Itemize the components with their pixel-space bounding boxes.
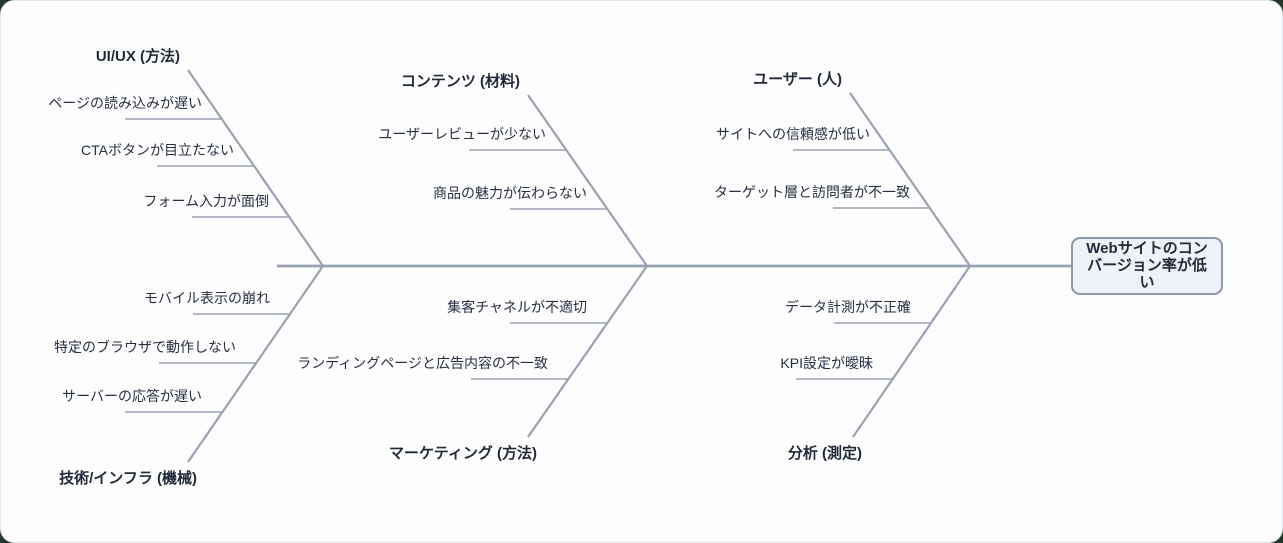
cause-label: モバイル表示の崩れ [144,290,270,306]
branch-analysis: 分析 (測定) データ計測が不正確 KPI設定が曖昧 [780,265,971,462]
branch-line [527,265,648,438]
cause-label: ページの読み込みが遅い [48,95,202,111]
effect-label-line3: い [1139,274,1154,291]
cause-label: サーバーの応答が遅い [62,388,202,404]
effect-box [1071,237,1223,295]
cause-label: サイトへの信頼感が低い [716,126,870,142]
branch-user: ユーザー (人) サイトへの信頼感が低い ターゲット層と訪問者が不一致 [714,71,971,267]
cause-label: フォーム入力が面倒 [143,193,269,209]
branch-line [527,94,648,267]
cause-label: CTAボタンが目立たない [81,142,234,158]
branch-label: ユーザー (人) [753,71,842,88]
branch-ui-ux: UI/UX (方法) ページの読み込みが遅い CTAボタンが目立たない フォーム… [48,47,324,267]
effect-label-line2: バージョン率が低 [1087,256,1207,274]
cause-label: KPI設定が曖昧 [780,355,873,371]
branch-line [852,265,971,438]
cause-label: データ計測が不正確 [785,299,911,315]
branch-line [187,265,324,463]
branch-label: 分析 (測定) [788,444,862,462]
cause-label: ランディングページと広告内容の不一致 [297,355,548,371]
branch-content: コンテンツ (材料) ユーザーレビューが少ない 商品の魅力が伝わらない [378,72,648,267]
branch-tech-infra: 技術/インフラ (機械) モバイル表示の崩れ 特定のブラウザで動作しない サーバ… [54,265,324,487]
cause-label: 集客チャネルが不適切 [447,299,587,315]
branch-line [849,92,971,267]
branch-marketing: マーケティング (方法) 集客チャネルが不適切 ランディングページと広告内容の不… [297,265,648,462]
cause-label: ターゲット層と訪問者が不一致 [714,184,910,200]
effect-node: Webサイトのコン バージョン率が低 い [1071,237,1223,295]
branch-label: 技術/インフラ (機械) [59,469,197,487]
effect-label-line1: Webサイトのコン [1086,240,1207,257]
cause-label: ユーザーレビューが少ない [378,126,546,142]
branch-line [187,69,324,267]
cause-label: 商品の魅力が伝わらない [433,185,587,201]
branch-label: マーケティング (方法) [389,444,537,462]
branch-label: UI/UX (方法) [96,47,180,65]
cause-label: 特定のブラウザで動作しない [54,339,236,355]
branch-label: コンテンツ (材料) [401,72,520,90]
